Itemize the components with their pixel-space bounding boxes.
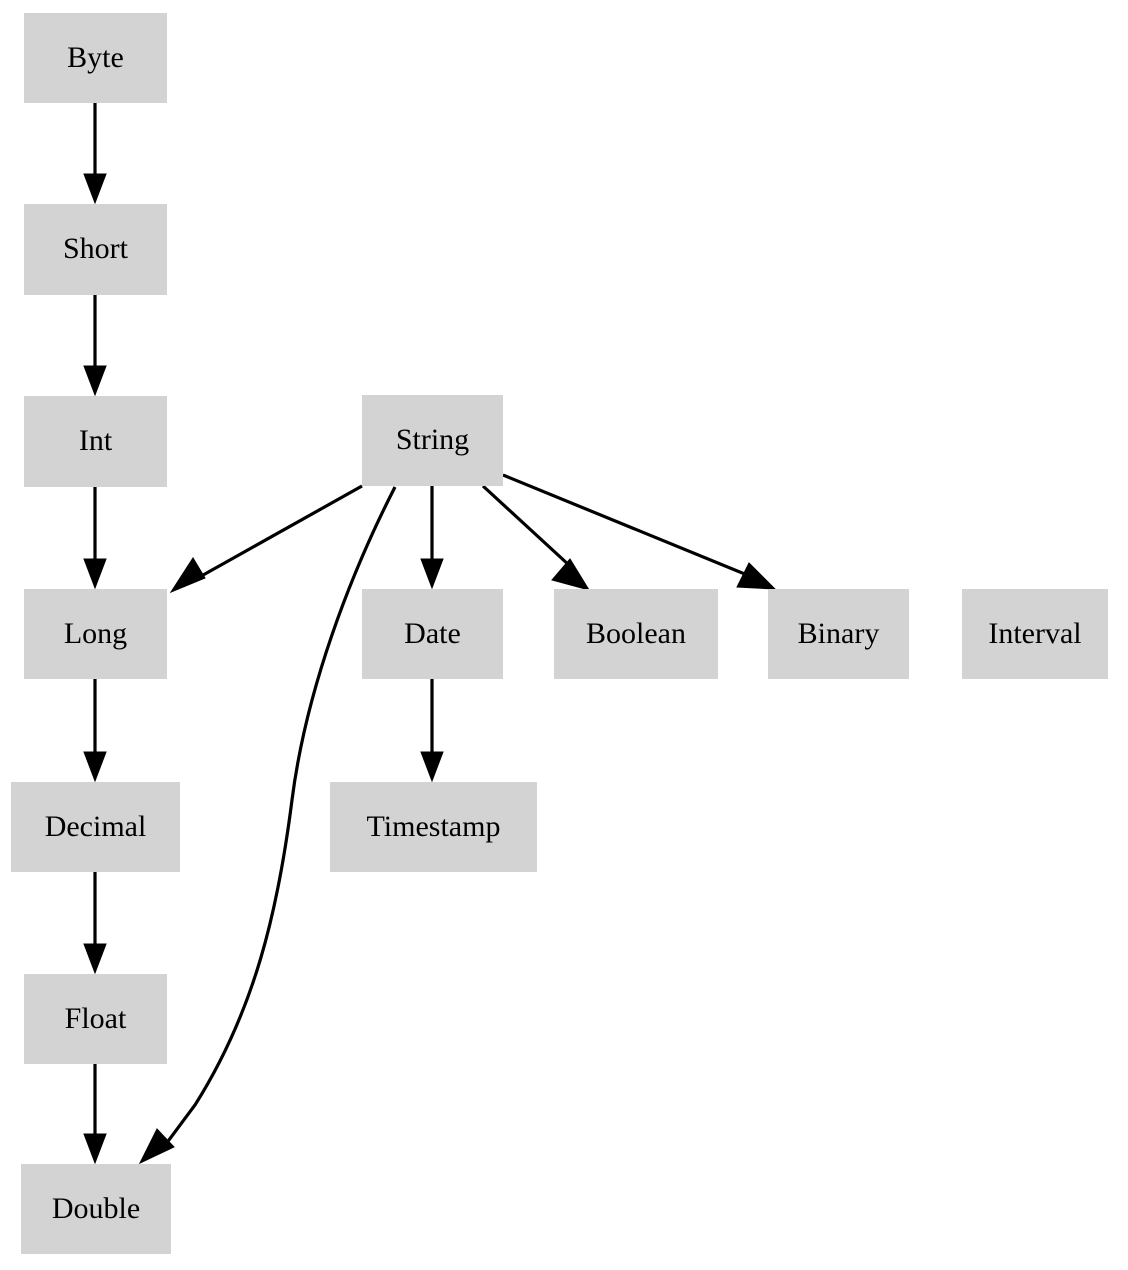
node-float[interactable]: Float <box>24 974 167 1064</box>
node-string[interactable]: String <box>362 395 503 486</box>
node-float-label: Float <box>65 1002 127 1035</box>
nodes-layer: Byte Short Int String Long Date <box>11 13 1108 1254</box>
node-decimal-label: Decimal <box>45 810 147 843</box>
node-boolean-box[interactable] <box>554 589 718 679</box>
node-timestamp-label: Timestamp <box>367 810 501 843</box>
node-short-box[interactable] <box>24 204 167 295</box>
node-date-label: Date <box>404 617 461 650</box>
edge-string-long <box>169 484 363 594</box>
edge-string-double <box>138 486 397 1165</box>
node-int-box[interactable] <box>24 396 167 487</box>
node-binary-box[interactable] <box>768 589 909 679</box>
node-byte[interactable]: Byte <box>24 13 167 103</box>
node-double-box[interactable] <box>21 1164 171 1254</box>
node-float-box[interactable] <box>24 974 167 1064</box>
node-interval-box[interactable] <box>962 589 1108 679</box>
node-short[interactable]: Short <box>24 204 167 295</box>
node-decimal-box[interactable] <box>11 782 180 872</box>
node-date-box[interactable] <box>362 589 503 679</box>
node-boolean[interactable]: Boolean <box>554 589 718 679</box>
node-interval[interactable]: Interval <box>962 589 1108 679</box>
node-short-label: Short <box>63 232 129 265</box>
edge-string-binary <box>502 473 777 590</box>
node-long[interactable]: Long <box>24 589 167 679</box>
node-timestamp[interactable]: Timestamp <box>330 782 537 872</box>
node-binary[interactable]: Binary <box>768 589 909 679</box>
edge-string-boolean <box>481 484 591 591</box>
edges-layer <box>83 103 777 1165</box>
edge-string-date <box>420 486 444 590</box>
node-boolean-label: Boolean <box>586 617 686 650</box>
node-int[interactable]: Int <box>24 396 167 487</box>
edge-byte-short <box>83 103 107 205</box>
node-date[interactable]: Date <box>362 589 503 679</box>
node-string-box[interactable] <box>362 395 503 486</box>
edge-float-double <box>83 1064 107 1165</box>
node-string-label: String <box>396 423 469 456</box>
node-binary-label: Binary <box>798 617 880 650</box>
edge-decimal-float <box>83 872 107 975</box>
node-timestamp-box[interactable] <box>330 782 537 872</box>
node-interval-label: Interval <box>988 617 1081 650</box>
node-long-box[interactable] <box>24 589 167 679</box>
node-long-label: Long <box>64 617 127 650</box>
edge-long-decimal <box>83 679 107 783</box>
node-byte-label: Byte <box>67 41 124 74</box>
node-double[interactable]: Double <box>21 1164 171 1254</box>
node-decimal[interactable]: Decimal <box>11 782 180 872</box>
node-int-label: Int <box>79 424 113 457</box>
edge-int-long <box>83 487 107 590</box>
node-double-label: Double <box>52 1192 140 1225</box>
node-byte-box[interactable] <box>24 13 167 103</box>
edge-date-timestamp <box>420 679 444 783</box>
edge-short-int <box>83 295 107 397</box>
